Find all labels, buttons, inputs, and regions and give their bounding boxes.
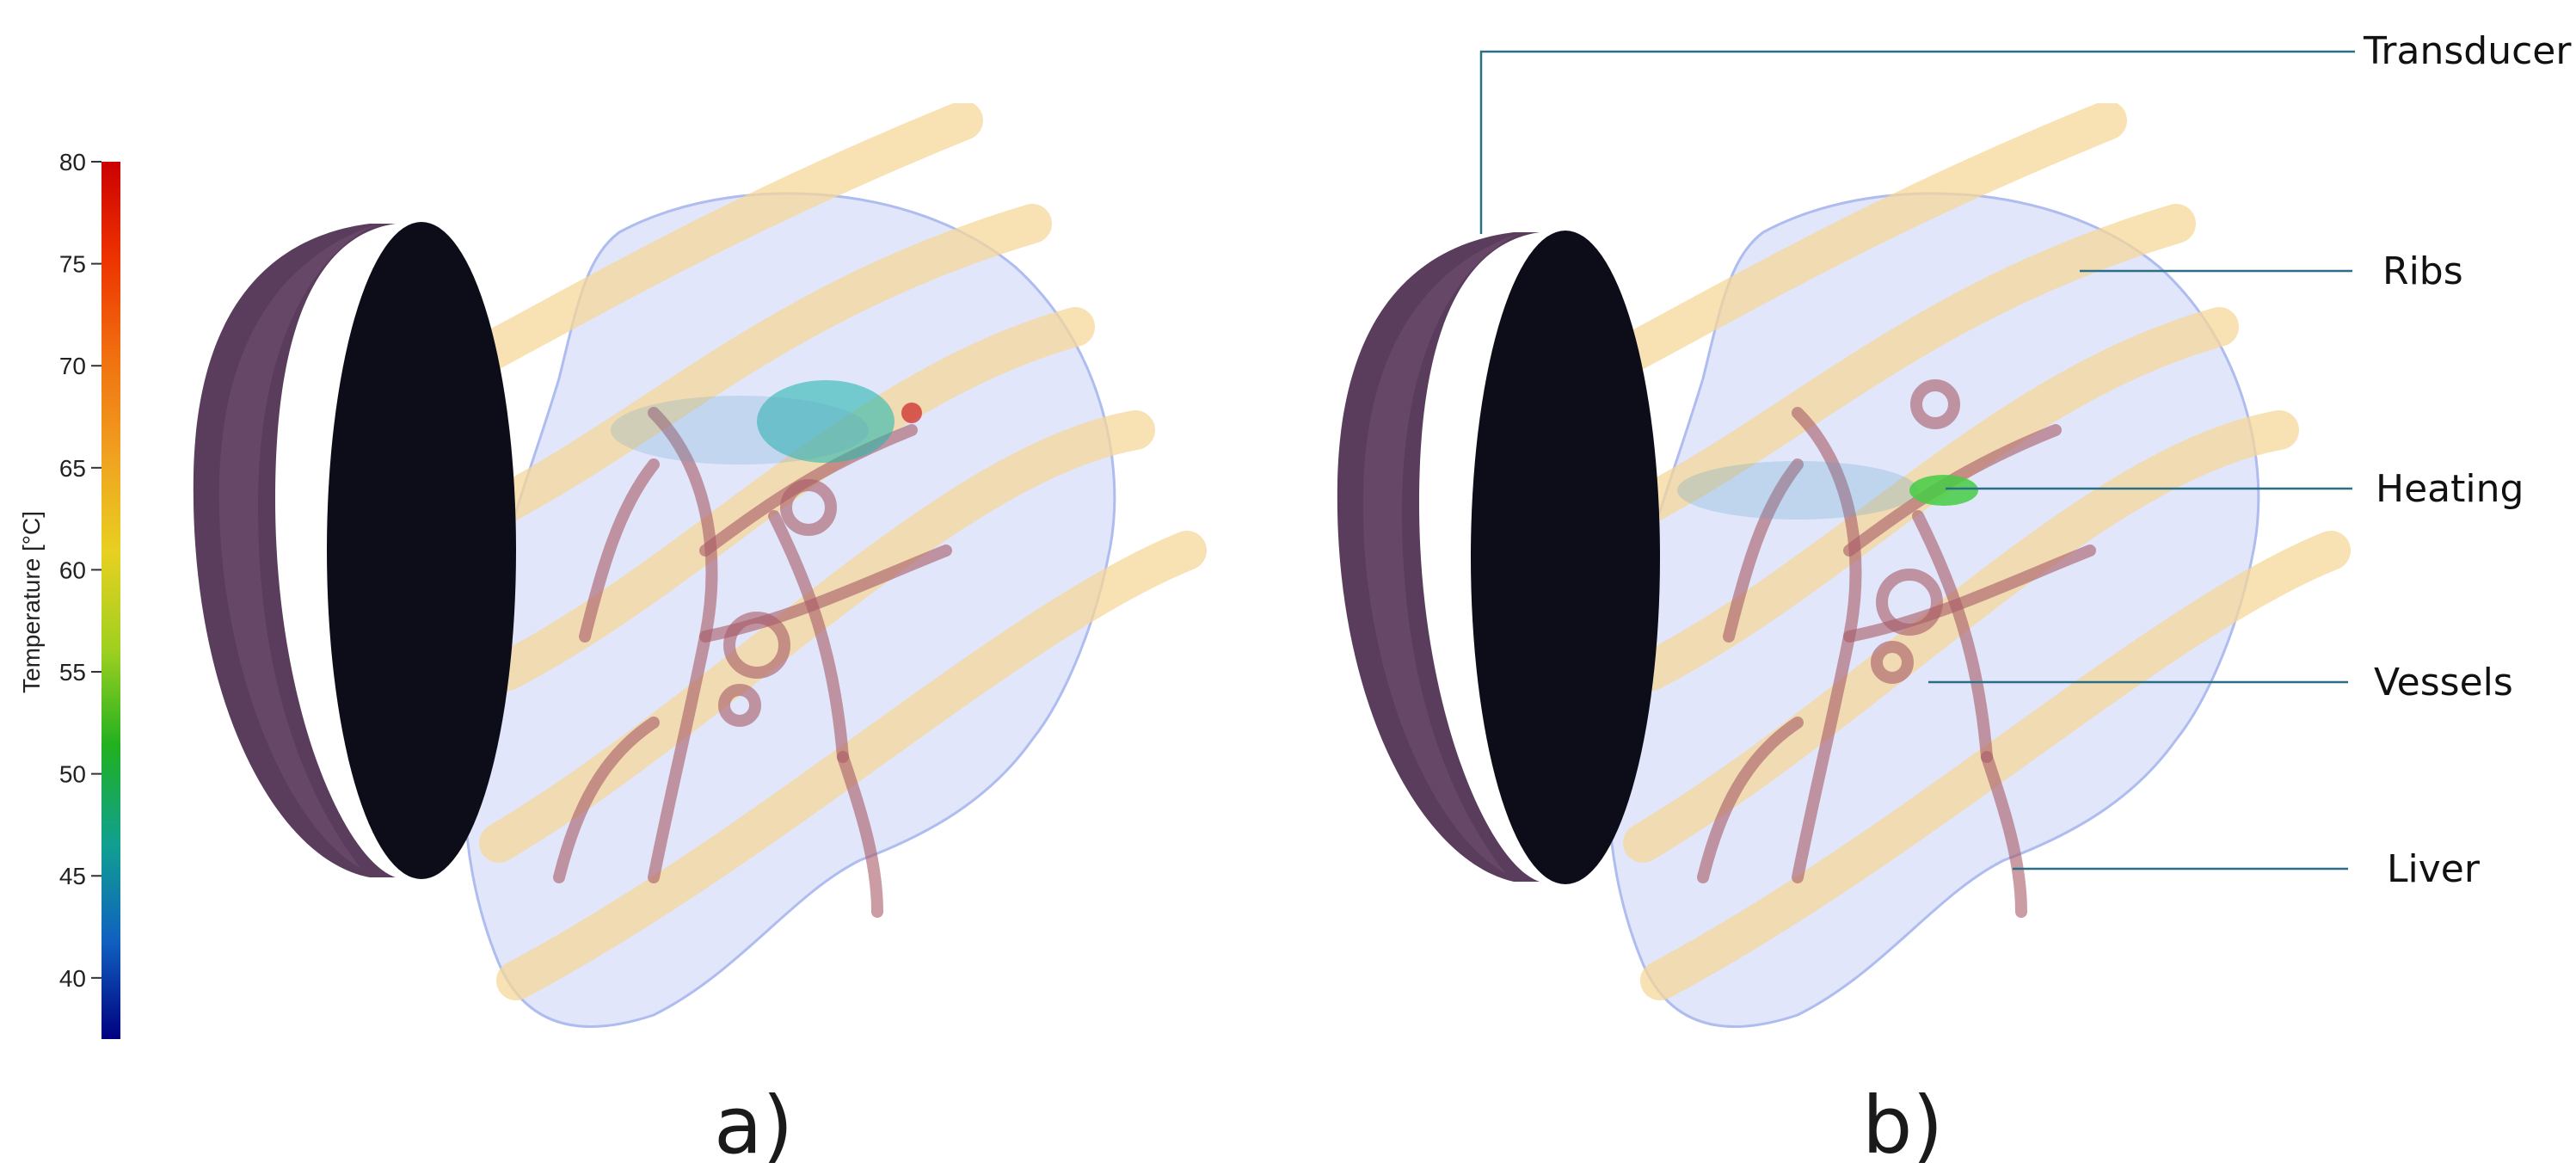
- heating-label: Heating: [2376, 467, 2524, 511]
- transducer-label: Transducer: [2364, 29, 2571, 73]
- panel-b-label: b): [1862, 1080, 1943, 1172]
- transducer-leader: [1481, 52, 2355, 234]
- panel-a-label: a): [714, 1080, 793, 1172]
- ribs-label: Ribs: [2382, 249, 2463, 293]
- vessels-label: Vessels: [2374, 661, 2513, 704]
- liver-label: Liver: [2387, 847, 2480, 891]
